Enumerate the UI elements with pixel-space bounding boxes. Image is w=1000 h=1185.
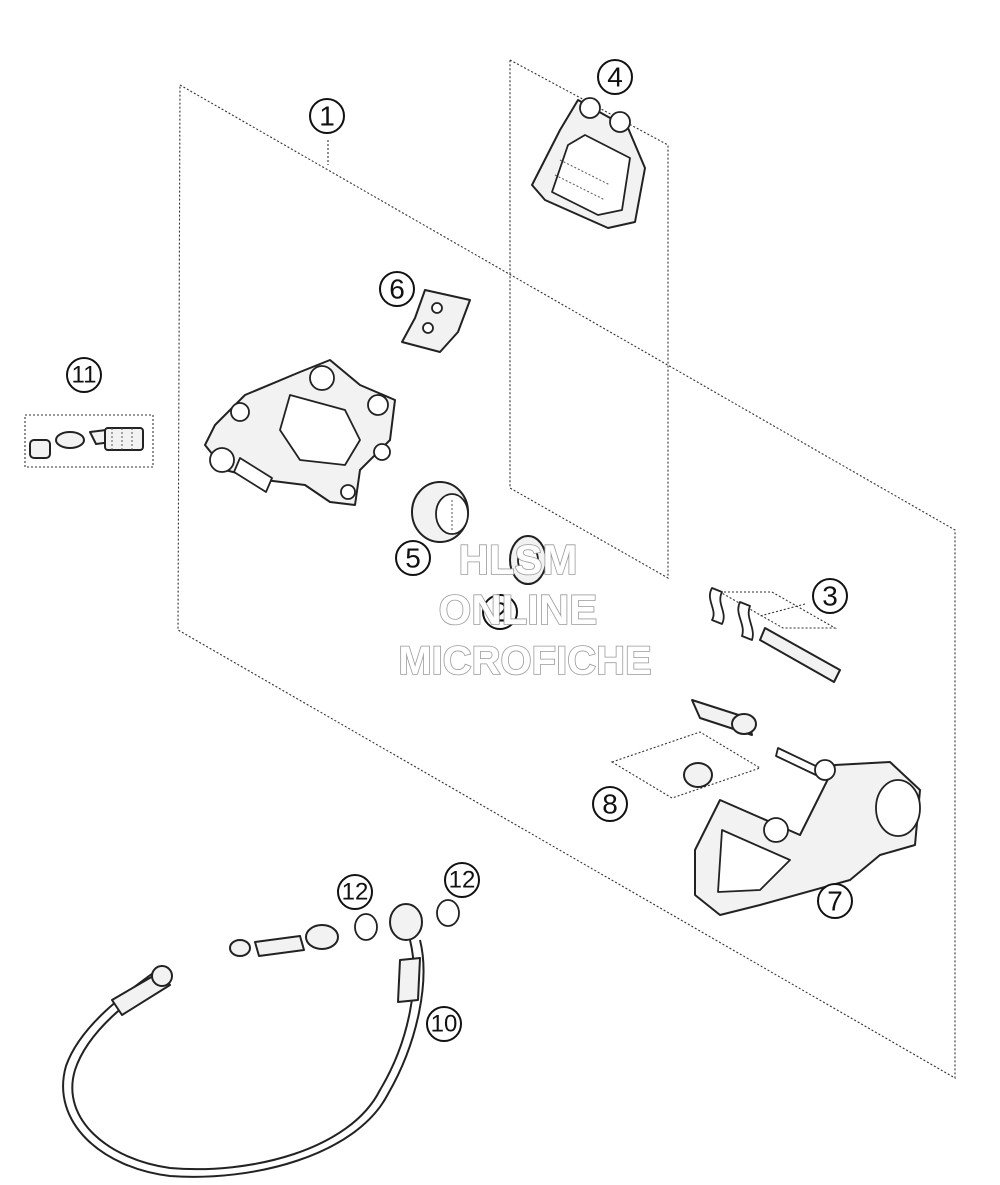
bleeder-kit-part [29, 427, 144, 459]
callout-4: 4 [597, 59, 633, 95]
callout-1-text: 1 [319, 101, 335, 132]
watermark-line-1: HLSM [459, 536, 578, 583]
callout-6-text: 6 [389, 274, 405, 305]
callout-12-left-text: 12 [342, 879, 369, 906]
callout-8: 8 [592, 786, 628, 822]
callout-8-text: 8 [602, 789, 618, 820]
caliper-bracket-part [694, 759, 921, 916]
hose-assembly-part [62, 899, 460, 1178]
callout-12-right-text: 12 [449, 867, 476, 894]
watermark-line-2: ONLINE [439, 586, 598, 633]
watermark-line-3: MICROFICHE [398, 639, 651, 683]
spring-plate-part [401, 289, 471, 353]
piston-part [411, 481, 469, 543]
caliper-body-part [204, 359, 396, 506]
callout-2-text: 2 [492, 597, 508, 628]
callout-11: 11 [66, 357, 102, 393]
callout-2: 2 [482, 594, 518, 630]
callout-3: 3 [812, 578, 848, 614]
caliper-assembly-outline [177, 84, 956, 1079]
bleeder-kit-outline [24, 414, 154, 468]
callout-10-text: 10 [431, 1011, 458, 1038]
callout-3-text: 3 [822, 581, 838, 612]
callout-7-text: 7 [827, 886, 843, 917]
callout-4-text: 4 [607, 62, 623, 93]
watermark: HLSM ONLINE MICROFICHE [398, 535, 653, 684]
callout-5-text: 5 [405, 543, 421, 574]
bolts-part [683, 699, 821, 788]
seal-part [509, 535, 547, 585]
callout-5: 5 [395, 540, 431, 576]
brake-pad-outline [509, 59, 669, 579]
pins-clips-part [708, 587, 841, 683]
callout-12-left: 12 [337, 874, 373, 910]
callout-6: 6 [379, 271, 415, 307]
callout-11-text: 11 [72, 362, 97, 389]
callout-7: 7 [817, 883, 853, 919]
brake-pads-part [531, 97, 646, 229]
callout-1: 1 [309, 98, 345, 134]
leader-3 [759, 603, 806, 617]
callout-12-right: 12 [444, 862, 480, 898]
bolt-kit-outline [610, 731, 762, 799]
group-outlines [24, 59, 956, 1079]
callout-10: 10 [426, 1006, 462, 1042]
